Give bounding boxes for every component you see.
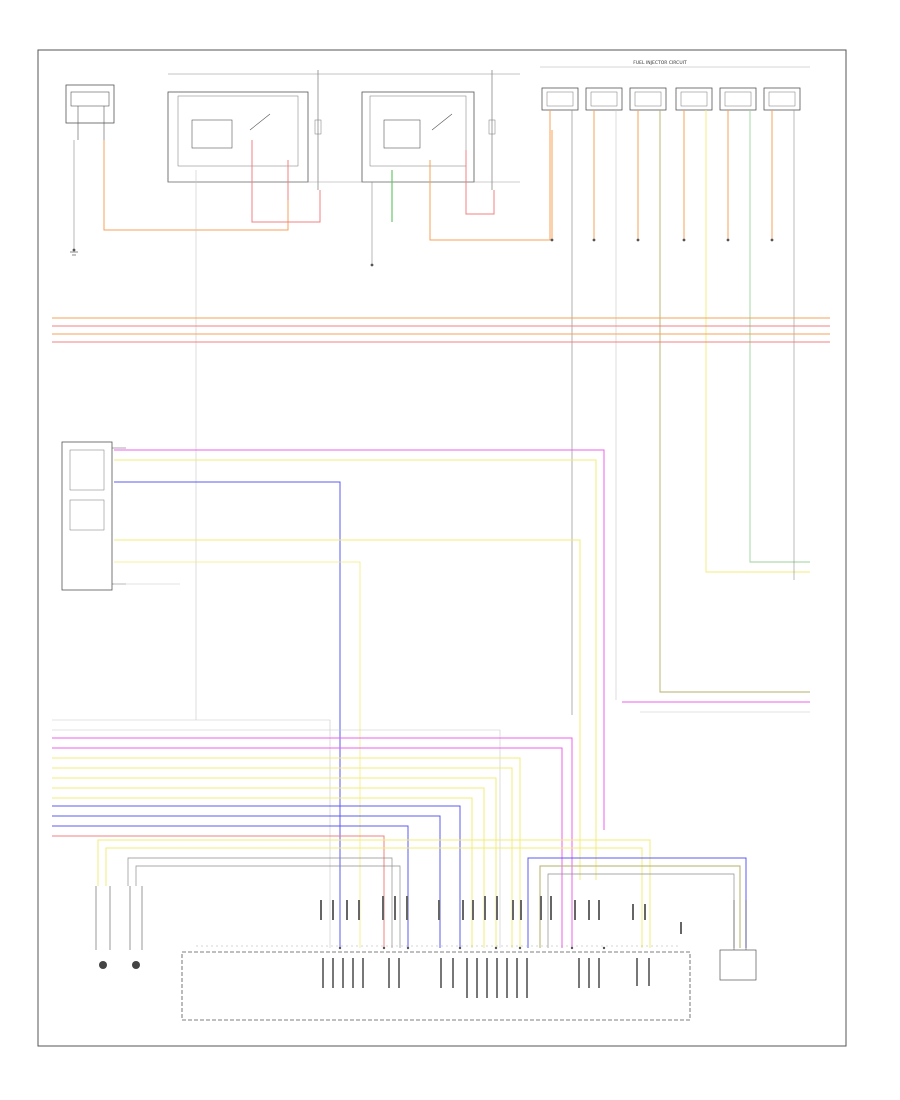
wire-red-relay2 [465,150,495,215]
fuel-injector-5 [719,87,757,111]
module-pin-text-blocks [322,958,650,998]
ground-icon [70,251,78,256]
sensor-bottom-left [95,886,143,969]
fuse-icon [314,70,322,190]
wire-orange-relay2 [429,130,553,241]
fuel-injector-2 [585,87,623,111]
fuel-injector-6 [763,87,801,111]
wire-red-relay1-a [251,140,321,223]
connector-icon [72,238,774,267]
wire-blue-throttle [114,481,341,948]
wire-yellow-throttle-1 [114,459,597,880]
fuse-icon [488,70,496,190]
fuel-injector-header: FUEL INJECTOR CIRCUIT [633,60,687,66]
power-bus-lines [52,317,830,343]
wire-pink-throttle [114,449,605,830]
wire-yellow-throttle-2 [114,539,581,880]
inj3-wire-olive [659,110,810,693]
engine-control-module [181,945,691,1021]
sensor-component-top-left [65,84,115,140]
sensor-bottom-right [719,900,757,981]
module-pin-labels [320,896,682,934]
inj4-wire-yellow [705,110,810,573]
throttle-control-component [61,441,126,591]
diagram-frame [37,49,847,1047]
module-feed-lines [97,839,747,948]
inj5-wire-green [749,110,810,563]
fuel-injector-1 [541,87,579,111]
fuel-injector-4 [675,87,713,111]
connector-icon [338,946,606,950]
fuel-injector-3 [629,87,667,111]
relay-icon [361,91,475,183]
relay-icon [167,91,309,183]
wire-yellow-throttle-3 [114,561,361,948]
